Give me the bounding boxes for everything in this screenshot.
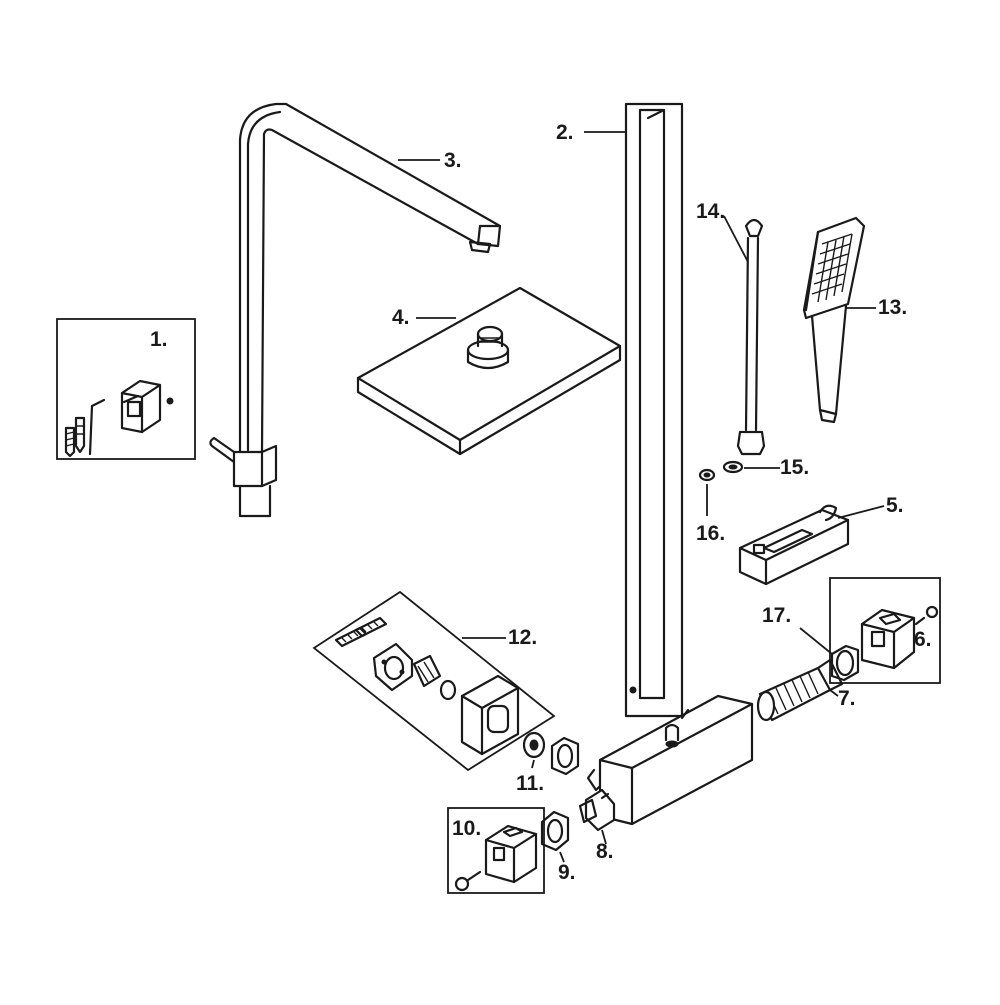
label-part-13: 13.	[878, 296, 907, 319]
part-12-wall-mount-kit: 12.	[312, 590, 556, 772]
part-10-knob-kit: 10.	[447, 807, 545, 894]
part-8-spindle: 8.	[578, 788, 616, 863]
part-4-overhead-shower-head: 4.	[356, 286, 622, 456]
allen-key-icon	[88, 398, 106, 456]
part-12-frame	[312, 590, 556, 772]
label-part-2: 2.	[556, 121, 574, 144]
part-2-riser-rail: 2.	[556, 102, 684, 718]
label-part-11: 11.	[516, 772, 544, 795]
label-part-9: 9.	[558, 861, 576, 884]
part-10-frame	[447, 807, 545, 894]
part-1-wall-bracket-kit: 1.	[56, 318, 196, 460]
grub-screw-icon	[166, 397, 174, 405]
part-9-lock-nut: 9.	[540, 810, 576, 884]
label-part-12: 12.	[508, 626, 537, 649]
part-14-shower-hose: 14.	[696, 200, 766, 456]
label-part-1: 1.	[150, 328, 168, 351]
label-part-10: 10.	[452, 817, 481, 840]
part-1-frame	[56, 318, 196, 460]
label-part-16: 16.	[696, 522, 725, 545]
grub-screw-icon	[914, 605, 939, 626]
label-part-17: 17.	[762, 604, 791, 627]
label-part-5: 5.	[886, 494, 904, 517]
label-part-8: 8.	[596, 840, 614, 863]
wall-plate-icon	[460, 674, 520, 756]
part-15-washer: 15.	[722, 456, 809, 479]
spray-nozzle-grid	[811, 233, 853, 303]
part-5-slider-bracket: 5.	[738, 494, 904, 586]
part-17-nut: 17.	[762, 604, 860, 682]
seal-ring-icon	[439, 679, 457, 701]
label-part-15: 15.	[780, 456, 809, 479]
part-16-seal: 16.	[696, 468, 725, 545]
grub-screw-icon	[454, 870, 482, 892]
part-11-outlet-fitting: 11.	[516, 731, 580, 795]
wall-plug-icon	[74, 416, 86, 454]
part-6-frame	[829, 577, 941, 684]
label-part-3: 3.	[444, 149, 462, 172]
mounting-flange-icon	[372, 642, 414, 692]
label-part-14: 14.	[696, 200, 725, 223]
label-part-4: 4.	[392, 306, 410, 329]
label-part-6: 6.	[914, 628, 932, 651]
part-6-handle-kit: 6.	[829, 577, 941, 684]
thermostatic-valve-body	[586, 694, 754, 826]
screw-icon	[64, 426, 76, 458]
rail-screw-icon	[629, 686, 637, 694]
bracket-block-icon	[120, 379, 162, 434]
wall-plug-icon	[354, 616, 388, 638]
part-7-cartridge: 7.	[756, 658, 856, 722]
part-13-hand-shower: 13.	[802, 216, 907, 424]
part-3-shower-arm: 3.	[209, 102, 502, 518]
label-part-7: 7.	[838, 687, 856, 710]
threaded-adapter-icon	[412, 654, 442, 688]
